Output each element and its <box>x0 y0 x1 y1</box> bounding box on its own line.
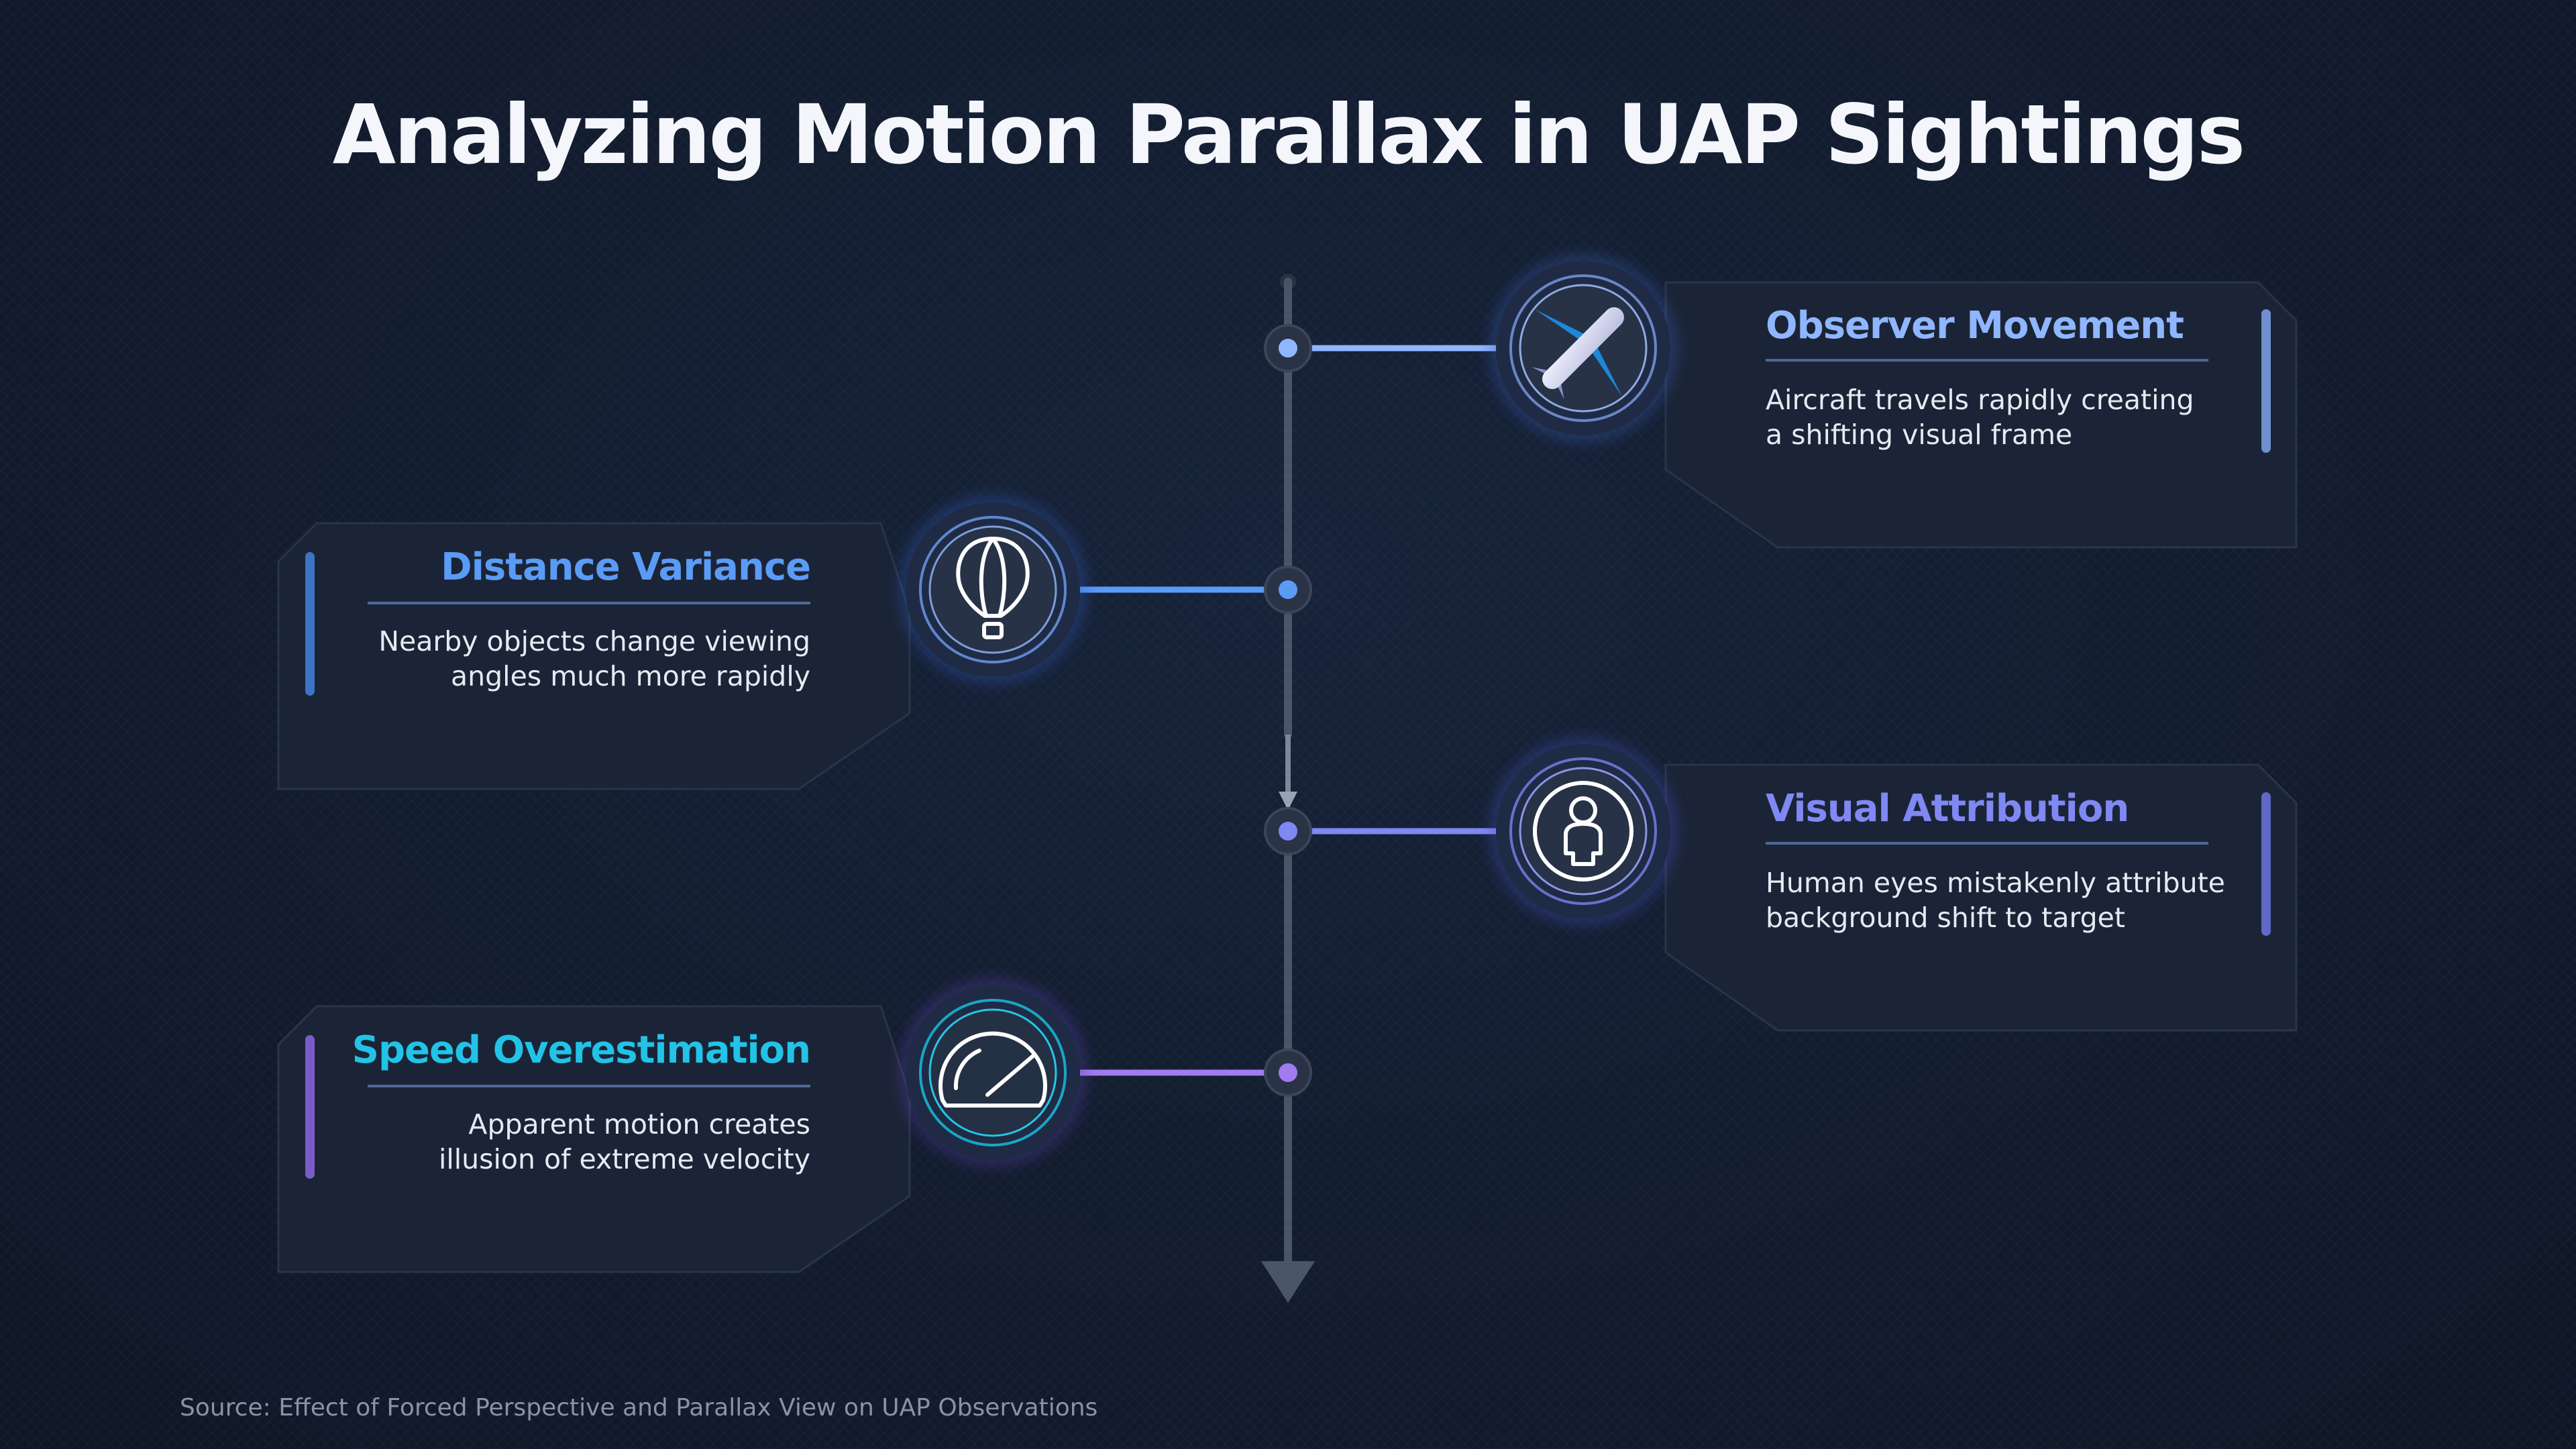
visual-attribution-node <box>1279 822 1297 841</box>
hot-air-balloon-icon <box>956 537 1030 639</box>
distance-variance-node <box>1279 580 1297 599</box>
page-title: Analyzing Motion Parallax in UAP Sightin… <box>332 87 2246 182</box>
timeline-end-arrow <box>1261 1261 1315 1303</box>
timeline <box>1261 274 1315 1303</box>
distance-variance-description: Nearby objects change viewing angles muc… <box>378 625 810 692</box>
observer-movement-card <box>1664 281 2298 549</box>
speedometer-icon <box>938 1031 1047 1108</box>
step-visual-attribution <box>1264 737 2298 1032</box>
visual-attribution-description: Human eyes mistakenly attribute backgrou… <box>1766 867 2225 934</box>
distance-variance-title: Distance Variance <box>441 545 811 589</box>
step-distance-variance <box>277 496 1312 790</box>
timeline-arrow-small <box>1279 792 1297 810</box>
airplane-icon <box>1532 307 1624 400</box>
speed-overestimation-node <box>1279 1063 1297 1082</box>
observer-movement-title: Observer Movement <box>1766 304 2184 347</box>
speed-overestimation-title: Speed Overestimation <box>352 1028 811 1072</box>
visual-attribution-title: Visual Attribution <box>1766 787 2129 830</box>
observer-movement-description: Aircraft travels rapidly creating a shif… <box>1766 384 2194 451</box>
distance-variance-card <box>277 522 911 790</box>
visual-attribution-card <box>1664 763 2298 1032</box>
person-icon <box>1533 781 1633 881</box>
speed-overestimation-card <box>277 1005 911 1273</box>
source-note: Source: Effect of Forced Perspective and… <box>180 1394 1098 1421</box>
speed-overestimation-description: Apparent motion creates illusion of extr… <box>438 1108 810 1175</box>
step-observer-movement <box>1264 254 2298 549</box>
observer-movement-node <box>1279 339 1297 358</box>
step-speed-overestimation <box>277 979 1312 1273</box>
